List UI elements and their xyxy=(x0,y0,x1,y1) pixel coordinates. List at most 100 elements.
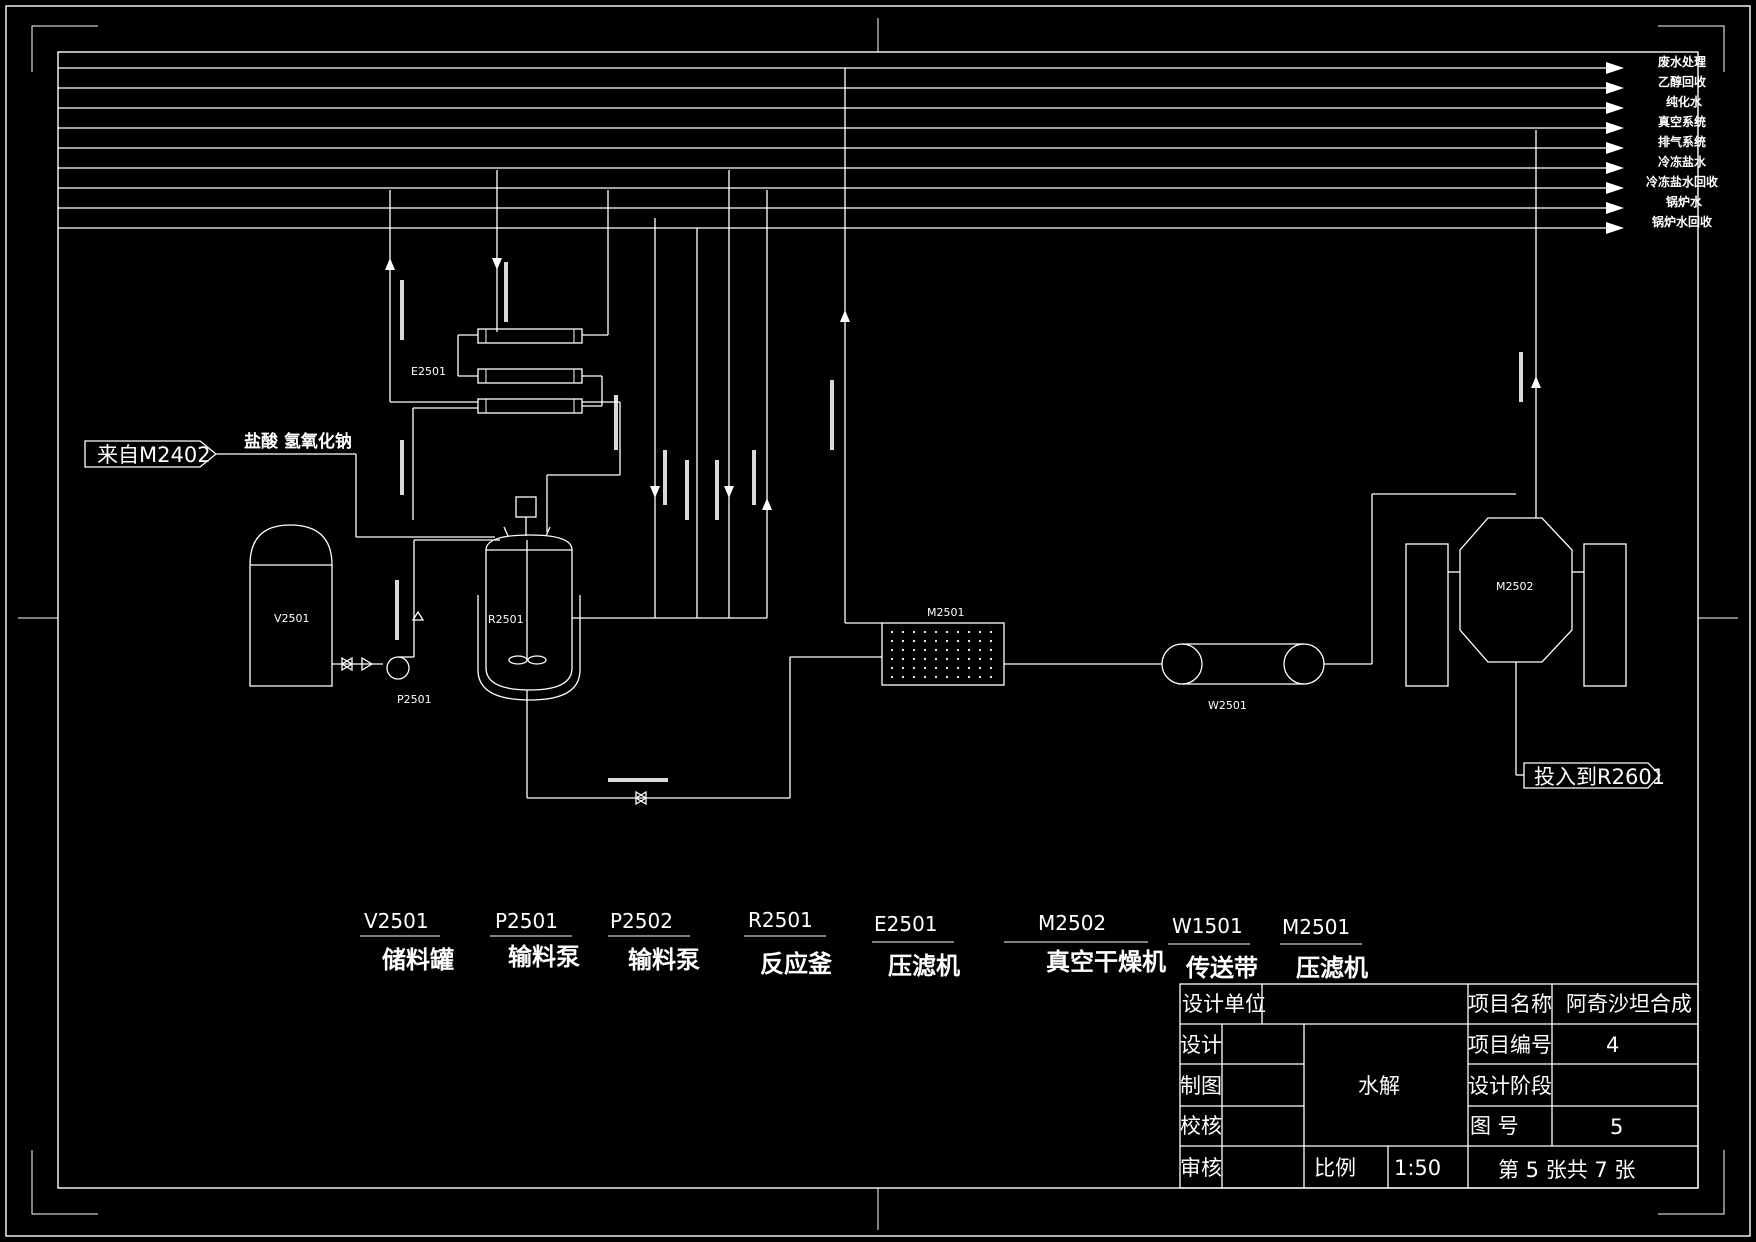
utility-label: 锅炉水 xyxy=(1666,194,1703,209)
filter-dot xyxy=(989,657,993,661)
utility-lines: 废水处理 乙醇回收 纯化水 真空系统 排气系统 冷冻盐水 冷冻盐水回收 锅炉水 … xyxy=(58,54,1718,234)
filter-dot xyxy=(923,675,927,679)
arrow-icon xyxy=(1606,122,1624,134)
arrow-icon xyxy=(1606,82,1624,94)
legend-item: E2501 压滤机 xyxy=(872,912,960,980)
filter-dot xyxy=(934,666,938,670)
filter-dot xyxy=(912,648,916,652)
legend-item: M2502 真空干燥机 xyxy=(1004,911,1166,976)
arrow-icon xyxy=(1606,162,1624,174)
utility-label: 废水处理 xyxy=(1658,54,1706,69)
filter-dot xyxy=(956,675,960,679)
arrow-icon xyxy=(1606,182,1624,194)
filter-dot xyxy=(967,639,971,643)
reactor-r2501: R2501 xyxy=(477,496,581,706)
filter-dot xyxy=(956,657,960,661)
utility-label: 冷冻盐水回收 xyxy=(1646,174,1718,189)
filter-dot xyxy=(912,675,916,679)
utility-label: 冷冻盐水 xyxy=(1658,154,1707,169)
equipment-legend: V2501 储料罐 P2501 输料泵 P2502 输料泵 R2501 反应釜 … xyxy=(360,908,1368,982)
filter-dot xyxy=(989,630,993,634)
filter-dot xyxy=(978,666,982,670)
filter-dot xyxy=(978,630,982,634)
filter-dot xyxy=(934,675,938,679)
filter-dot xyxy=(890,648,894,652)
svg-text:输料泵: 输料泵 xyxy=(628,946,700,974)
pump-p2501: P2501 xyxy=(340,539,500,706)
tag-e2501: E2501 xyxy=(411,365,446,378)
filter-dot xyxy=(945,630,949,634)
project-no-value: 4 xyxy=(1606,1033,1619,1057)
review-label: 审核 xyxy=(1180,1156,1222,1180)
svg-text:传送带: 传送带 xyxy=(1185,954,1258,982)
svg-text:P2501: P2501 xyxy=(495,909,558,933)
filter-dot xyxy=(890,639,894,643)
legend-item: R2501 反应釜 xyxy=(744,908,833,978)
legend-item: P2501 输料泵 xyxy=(490,909,580,971)
svg-text:P2502: P2502 xyxy=(610,909,673,933)
filter-dot xyxy=(890,630,894,634)
legend-item: M2501 压滤机 xyxy=(1280,915,1368,982)
filter-dot xyxy=(901,630,905,634)
svg-text:输料泵: 输料泵 xyxy=(508,943,580,971)
storage-tank-v2501: V2501 xyxy=(249,524,383,687)
filter-dot xyxy=(901,639,905,643)
filter-dot xyxy=(901,648,905,652)
filter-dot xyxy=(934,657,938,661)
arrow-icon xyxy=(1606,202,1624,214)
reactor-bottom-piping xyxy=(526,656,882,806)
filter-dot xyxy=(923,630,927,634)
filter-dot xyxy=(923,639,927,643)
filter-dot xyxy=(978,639,982,643)
conveyor-w2501: W2501 xyxy=(1161,493,1516,712)
legend-item: V2501 储料罐 xyxy=(360,909,454,974)
scale-label: 比例 xyxy=(1314,1156,1356,1180)
filter-dot xyxy=(934,630,938,634)
scale-value: 1:50 xyxy=(1394,1156,1441,1180)
filter-dot xyxy=(989,675,993,679)
filter-dot xyxy=(978,657,982,661)
arrow-icon xyxy=(1606,62,1624,74)
design-stage-label: 设计阶段 xyxy=(1468,1074,1552,1098)
filter-press-m2501: M2501 xyxy=(830,68,1162,686)
destination-block: 投入到R2601 xyxy=(1523,762,1665,789)
svg-text:压滤机: 压滤机 xyxy=(1296,954,1368,982)
design-unit-label: 设计单位 xyxy=(1182,992,1266,1016)
design-label: 设计 xyxy=(1180,1033,1222,1057)
filter-dot xyxy=(923,657,927,661)
filter-dot xyxy=(890,657,894,661)
arrow-icon xyxy=(1606,222,1624,234)
filter-dot xyxy=(901,666,905,670)
filter-dot xyxy=(967,657,971,661)
project-no-label: 项目编号 xyxy=(1468,1033,1552,1057)
title-block: 设计单位 设计 制图 校核 审核 水解 比例 1:50 项目名称 阿奇沙坦合成 … xyxy=(1179,983,1699,1189)
filter-dot xyxy=(945,648,949,652)
filter-dot xyxy=(956,639,960,643)
tag-v2501: V2501 xyxy=(274,612,310,625)
drawing-title: 水解 xyxy=(1358,1074,1400,1098)
filter-dot xyxy=(912,630,916,634)
arrow-icon xyxy=(1606,142,1624,154)
filter-dot xyxy=(912,666,916,670)
svg-text:M2501: M2501 xyxy=(1282,915,1350,939)
drawing-no-label: 图 号 xyxy=(1470,1114,1519,1138)
tag-m2501: M2501 xyxy=(927,606,965,619)
filter-dot xyxy=(967,648,971,652)
project-name-value: 阿奇沙坦合成 xyxy=(1566,992,1692,1016)
arrow-icon xyxy=(1606,102,1624,114)
filter-dot xyxy=(967,630,971,634)
project-name-label: 项目名称 xyxy=(1468,992,1552,1016)
condenser-piping xyxy=(385,170,621,532)
filter-dot xyxy=(978,675,982,679)
svg-text:E2501: E2501 xyxy=(874,912,938,936)
filter-dot xyxy=(956,630,960,634)
filter-dot xyxy=(912,657,916,661)
source-block: 来自M2402 盐酸 氢氧化钠 xyxy=(84,431,495,538)
tag-m2502: M2502 xyxy=(1496,580,1534,593)
drawing-frame xyxy=(5,5,1751,1237)
svg-text:反应釜: 反应釜 xyxy=(760,950,833,978)
utility-label: 锅炉水回收 xyxy=(1652,214,1712,229)
legend-item: P2502 输料泵 xyxy=(608,909,700,974)
svg-text:R2501: R2501 xyxy=(748,908,813,932)
